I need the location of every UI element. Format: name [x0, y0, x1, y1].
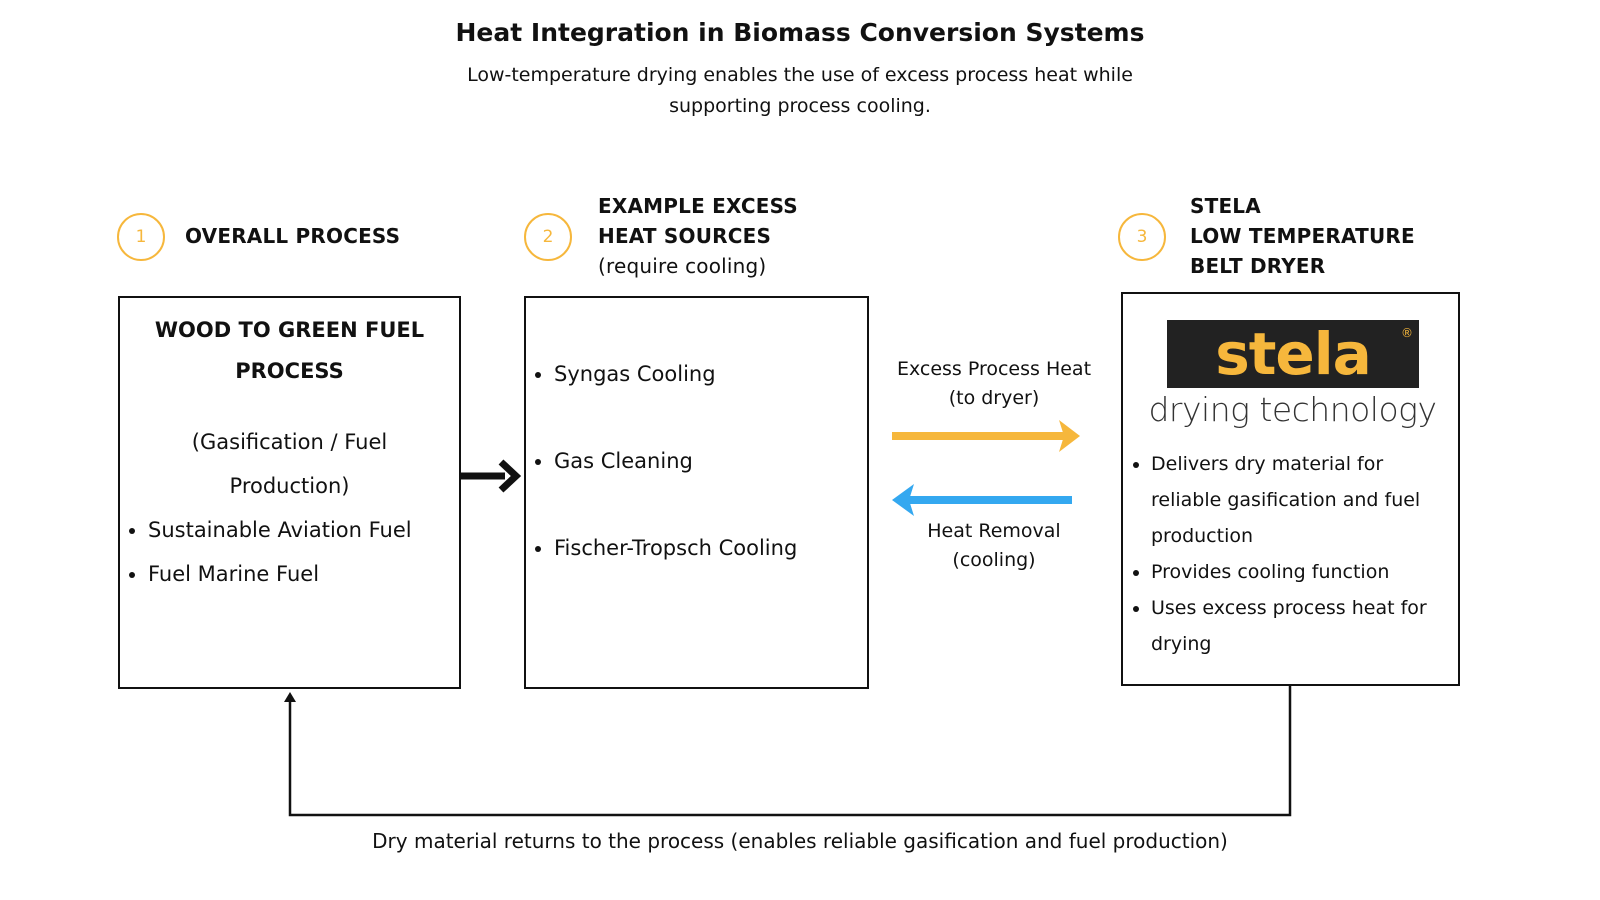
list-item: Fischer-Tropsch Cooling	[554, 534, 867, 562]
excess-heat-label: Excess Process Heat (to dryer)	[874, 355, 1114, 413]
step-2-heading-line-1: EXAMPLE EXCESS	[598, 194, 798, 218]
list-item: Provides cooling function	[1151, 554, 1448, 590]
overall-process-description: (Gasification / Fuel Production)	[120, 420, 459, 508]
excess-heat-arrow	[892, 420, 1080, 452]
step-1-heading: OVERALL PROCESS	[185, 221, 400, 251]
step-2-heading: EXAMPLE EXCESS HEAT SOURCES (require coo…	[598, 191, 798, 281]
stela-benefits: Delivers dry material for reliable gasif…	[1123, 436, 1458, 662]
overall-process-description-line-2: Production)	[229, 474, 350, 498]
step-3-heading-line-3: BELT DRYER	[1190, 254, 1326, 278]
overall-process-title-line-1: WOOD TO GREEN FUEL	[154, 318, 425, 342]
diagram-subtitle: Low-temperature drying enables the use o…	[467, 64, 1133, 117]
stela-logo-tagline: drying technology	[1148, 390, 1437, 429]
step-3-number-badge: 3	[1118, 213, 1166, 261]
heat-removal-label-line-2: (cooling)	[952, 549, 1036, 571]
list-item: Sustainable Aviation Fuel	[148, 508, 459, 552]
list-item: Delivers dry material for reliable gasif…	[1151, 446, 1448, 554]
diagram-title: Heat Integration in Biomass Conversion S…	[455, 18, 1145, 47]
list-item: Gas Cleaning	[554, 447, 867, 475]
heat-removal-label: Heat Removal (cooling)	[874, 517, 1114, 575]
step-3-heading: STELA LOW TEMPERATURE BELT DRYER	[1190, 191, 1415, 281]
heat-removal-arrow	[892, 484, 1072, 516]
step-1-heading-line-1: OVERALL PROCESS	[185, 224, 401, 248]
step-3-heading-line-1: STELA	[1190, 194, 1261, 218]
overall-process-description-line-1: (Gasification / Fuel	[191, 430, 388, 454]
step-3-heading-line-2: LOW TEMPERATURE	[1190, 224, 1415, 248]
excess-heat-label-line-1: Excess Process Heat	[896, 358, 1092, 380]
overall-process-title: WOOD TO GREEN FUEL PROCESS	[120, 310, 459, 392]
list-item: Syngas Cooling	[554, 360, 867, 388]
return-loop-arrow	[284, 686, 1292, 817]
heat-sources-box: Syngas Cooling Gas Cleaning Fischer-Trop…	[524, 296, 869, 689]
heat-removal-label-line-1: Heat Removal	[927, 520, 1061, 542]
overall-process-title-line-2: PROCESS	[235, 359, 344, 383]
stela-logo-wordmark: stela	[1215, 320, 1372, 388]
stela-logo: stela ®	[1167, 320, 1419, 388]
step-1-number-badge: 1	[117, 213, 165, 261]
registered-mark: ®	[1401, 326, 1413, 340]
step-2-heading-line-2: HEAT SOURCES	[598, 224, 772, 248]
overall-process-list: Sustainable Aviation Fuel Fuel Marine Fu…	[124, 508, 459, 596]
step-2-heading-sub: (require cooling)	[598, 254, 767, 278]
stela-dryer-box: stela ® drying technology Delivers dry m…	[1121, 292, 1460, 686]
excess-heat-label-line-2: (to dryer)	[948, 387, 1040, 409]
list-item: Fuel Marine Fuel	[148, 552, 459, 596]
return-loop-label: Dry material returns to the process (ena…	[372, 829, 1228, 853]
stela-benefits-list: Delivers dry material for reliable gasif…	[1127, 446, 1458, 662]
step-2-number-badge: 2	[524, 213, 572, 261]
list-item: Uses excess process heat for drying	[1151, 590, 1448, 662]
heat-sources-list: Syngas Cooling Gas Cleaning Fischer-Trop…	[530, 360, 867, 562]
overall-process-box: WOOD TO GREEN FUEL PROCESS (Gasification…	[118, 296, 461, 689]
flow-arrow-process-to-heat	[461, 459, 522, 493]
